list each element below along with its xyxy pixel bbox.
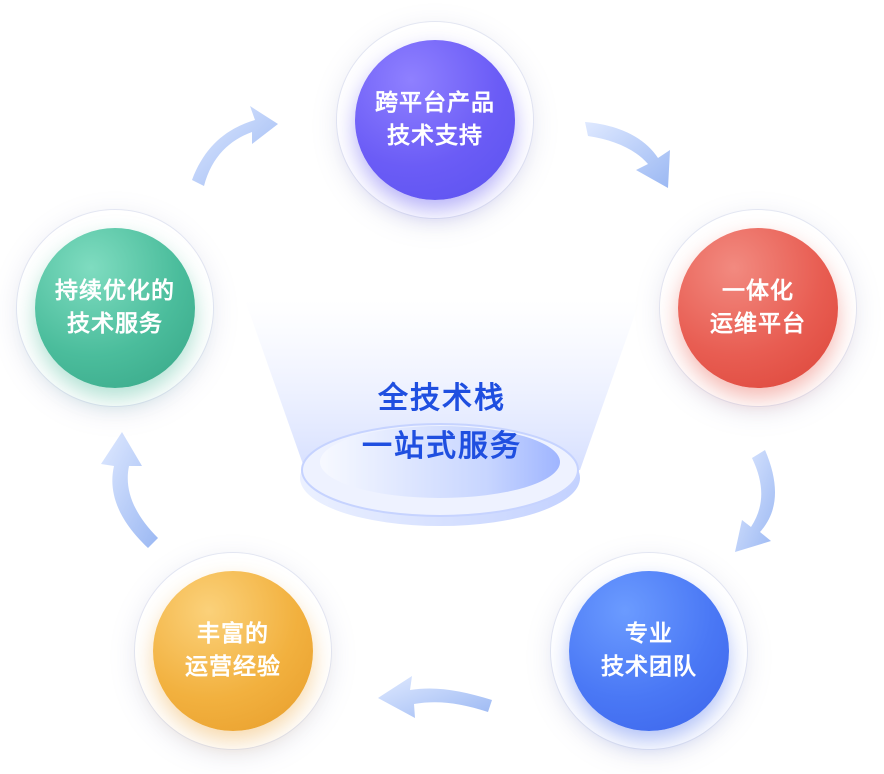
node-continuous-optimization: 持续优化的 技术服务 [17, 210, 213, 406]
node-rich-experience: 丰富的 运营经验 [135, 553, 331, 749]
arrow-icon [585, 122, 670, 188]
light-beam [245, 300, 640, 470]
node-cross-platform: 跨平台产品 技术支持 [337, 22, 533, 218]
node-label-line1: 一体化 [722, 278, 794, 304]
node-label-line2: 运营经验 [185, 654, 281, 680]
node-circle: 跨平台产品 技术支持 [355, 40, 515, 200]
center-title: 全技术栈 一站式服务 [300, 375, 584, 471]
node-label-line1: 跨平台产品 [375, 90, 495, 116]
center-title-line1: 全技术栈 [378, 381, 506, 416]
arrow-icon [101, 432, 158, 548]
node-circle: 一体化 运维平台 [678, 228, 838, 388]
arrow-icon [378, 676, 492, 718]
node-circle: 持续优化的 技术服务 [35, 228, 195, 388]
node-label-line2: 技术团队 [601, 654, 697, 680]
node-integrated-ops: 一体化 运维平台 [660, 210, 856, 406]
arrow-icon [735, 450, 776, 552]
node-label-line1: 丰富的 [197, 621, 269, 647]
node-label-line2: 技术支持 [387, 123, 483, 149]
center-title-line2: 一站式服务 [362, 429, 522, 464]
center-pedestal [300, 423, 580, 526]
node-pro-team: 专业 技术团队 [551, 553, 747, 749]
node-circle: 专业 技术团队 [569, 571, 729, 731]
arrow-icon [192, 106, 278, 186]
node-circle: 丰富的 运营经验 [153, 571, 313, 731]
node-label-line2: 技术服务 [67, 311, 163, 337]
node-label-line1: 专业 [625, 621, 673, 647]
node-label-line2: 运维平台 [710, 311, 806, 337]
node-label-line1: 持续优化的 [55, 278, 175, 304]
